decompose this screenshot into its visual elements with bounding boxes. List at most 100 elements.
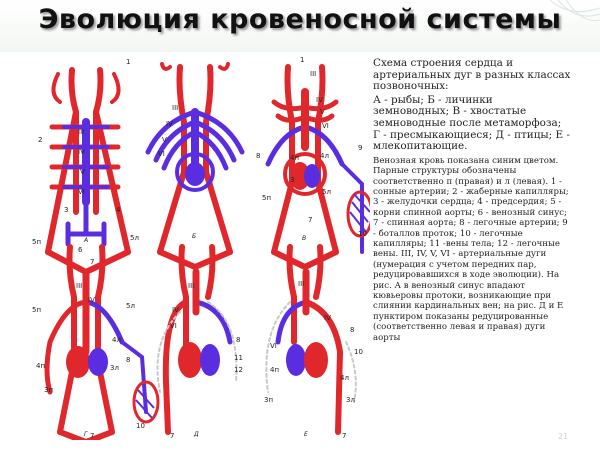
panel-g-label-IV: IV [88,296,95,304]
panel-d-letter: Д [193,431,199,438]
panel-v-letter: В [302,235,306,242]
panel-e-label-8: 8 [350,326,354,334]
panel-d-arches [156,244,238,435]
panel-e-label-III: III [298,280,304,288]
panel-e-letter: Е [304,431,308,438]
panel-v-label-VI: VI [322,122,329,130]
panel-b-label-V: V [162,136,167,144]
panel-v-label-1: 1 [300,56,304,64]
circulatory-diagram: 1 2 III IV V VI 3 4 5п 5л 6 7 А [32,56,370,440]
panel-e-label-4l: 4л [340,374,349,382]
panel-a-arches [45,67,131,356]
slide-title: Эволюция кровеносной системы [38,4,562,35]
panel-g-label-4l: 4л [112,336,121,344]
panel-d-label-11: 11 [234,354,243,362]
panel-v-heart-red [290,162,310,190]
panel-d-bird: III IV VI 8 11 12 7 Д [156,244,243,440]
panel-d-label-III: III [188,282,194,290]
panel-d-label-IV: IV [172,306,179,314]
panel-a-label-4: 4 [116,206,121,214]
corner-decoration [549,0,600,22]
panel-g-label-3l: 3л [110,364,119,372]
panel-a-label-VI: VI [78,188,85,196]
panel-g-label-3p: 3п [44,386,53,394]
panel-a-label-2: 2 [38,136,42,144]
panel-a-label-7: 7 [90,258,94,266]
panel-g-label-8: 8 [126,356,130,364]
panel-e-label-VI: VI [270,342,277,350]
panel-e-label-10: 10 [354,348,363,356]
panel-g-label-III: III [76,282,82,290]
panel-v-heart-outline [283,152,327,196]
panel-b-labels: III IV V VI Б [158,104,196,240]
panel-d-labels: III IV VI 8 11 12 7 Д [170,282,243,440]
panel-b-heart [185,162,205,186]
panel-v-label-8: 8 [256,152,260,160]
caption-main: Схема строения сердца и артериальных дуг… [373,57,571,93]
panel-a-label-IV: IV [78,148,85,156]
panel-a-label-5l: 5л [130,234,139,242]
panel-d-label-8: 8 [236,336,240,344]
panel-e-arches [265,244,357,435]
panel-v-label-4l: 4л [320,152,329,160]
panel-g-label-7: 7 [90,432,94,440]
panel-a-label-V: V [80,168,85,176]
panel-e-labels: III IV VI 3п 3л 4п 4л 7 8 10 Е [264,280,363,440]
panel-b-label-IV: IV [166,120,173,128]
panel-g-reptile: III IV 4л 4п 3л 3п 5п 5л 7 8 10 Г [32,244,160,440]
panel-e-label-3l: 3л [346,396,355,404]
panel-v-label-IV: IV [316,96,323,104]
panel-b-label-III: III [172,104,178,112]
caption-block: Схема строения сердца и артериальных дуг… [373,57,571,343]
panel-v-label-3: 3 [290,176,294,184]
panel-b-larva: III IV V VI Б [145,62,245,271]
panel-v-heart-blue [304,164,320,188]
panel-d-label-VI: VI [170,322,177,330]
panel-a-label-3: 3 [64,206,68,214]
panel-v-lung [346,190,370,238]
panel-v-label-V: V [320,108,325,116]
panel-b-label-VI: VI [158,150,165,158]
panel-v-amphibian: 1 III IV V VI 4п 4л 3 5п 5л 7 8 9 10 В [256,56,370,271]
panel-v-arches [265,64,364,271]
panel-e-heart-blue [286,344,306,376]
panel-v-labels: 1 III IV V VI 4п 4л 3 5п 5л 7 8 9 10 В [256,56,367,242]
panel-g-arches [44,244,148,440]
panel-v-label-9: 9 [358,144,362,152]
panel-b-letter: Б [192,233,196,240]
panel-v-label-5l: 5л [322,188,331,196]
panel-g-labels: III IV 4л 4п 3л 3п 5п 5л 7 8 10 Г [32,282,145,440]
panel-v-label-4p: 4п [290,154,299,162]
panel-g-label-10: 10 [136,422,145,430]
panel-g-heart-red [66,346,90,378]
panel-b-heart-outline [175,152,215,192]
panel-g-label-4p: 4п [36,362,45,370]
panel-a-label-6: 6 [78,246,83,254]
panel-a-letter: А [83,237,88,244]
panel-g-heart-blue [88,348,108,376]
panel-a-fish: 1 2 III IV V VI 3 4 5п 5л 6 7 А [32,58,139,356]
panel-v-label-5p: 5п [262,194,271,202]
panel-d-label-12: 12 [234,366,243,374]
caption-detail: Венозная кровь показана синим цветом. Па… [373,155,569,343]
panel-a-labels: 1 2 III IV V VI 3 4 5п 5л 6 7 А [32,58,139,266]
panel-g-lung [132,380,160,424]
panel-g-label-5l: 5л [126,302,135,310]
panel-e-label-IV: IV [324,314,331,322]
title-band [0,0,600,52]
panel-a-label-III: III [78,128,84,136]
panel-d-heart-red [178,342,202,378]
panel-b-arches [145,62,245,271]
panel-v-label-7: 7 [308,216,312,224]
panel-g-letter: Г [84,431,88,438]
panel-e-label-4p: 4п [270,366,279,374]
panel-v-label-III: III [310,70,316,78]
caption-keys: А - рыбы; Б - личинки земноводных; В - х… [373,93,570,153]
panel-d-heart-blue [200,344,220,376]
panel-v-label-10: 10 [358,230,367,238]
panel-e-heart-red [304,342,328,378]
panel-e-mammal: III IV VI 3п 3л 4п 4л 7 8 10 Е [264,244,363,440]
panel-a-label-1: 1 [126,58,130,66]
panel-e-label-7: 7 [342,432,346,440]
page-number: 21 [558,432,569,441]
